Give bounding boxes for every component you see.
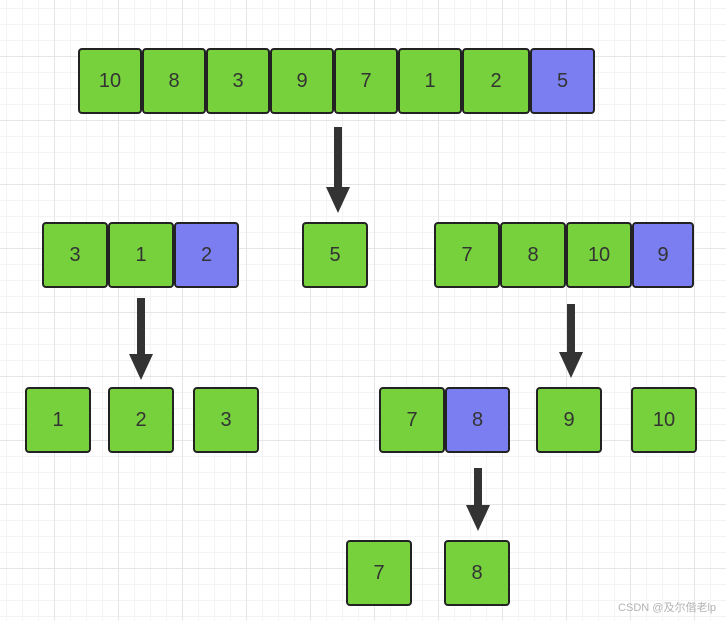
row-initial-array-cell-1: 1 bbox=[398, 48, 462, 114]
row-right-sub-cell-8-pivot: 8 bbox=[445, 387, 510, 453]
row-initial-array-cell-3: 3 bbox=[206, 48, 270, 114]
row-initial-array-cell-5-pivot: 5 bbox=[530, 48, 595, 114]
row-final-7-cell-7: 7 bbox=[346, 540, 412, 606]
row-left-3-cell-3: 3 bbox=[193, 387, 259, 453]
arrow-to-left-2 bbox=[129, 298, 153, 380]
row-right-9-cell-9: 9 bbox=[536, 387, 602, 453]
row-initial-array-cell-2: 2 bbox=[462, 48, 530, 114]
row-pivot-5-cell-5: 5 bbox=[302, 222, 368, 288]
row-initial-array-cell-10: 10 bbox=[78, 48, 142, 114]
row-right-partition-cell-10: 10 bbox=[566, 222, 632, 288]
row-left-2-cell-2: 2 bbox=[108, 387, 174, 453]
row-left-partition-cell-3: 3 bbox=[42, 222, 108, 288]
row-left-partition-cell-1: 1 bbox=[108, 222, 174, 288]
row-right-partition-cell-8: 8 bbox=[500, 222, 566, 288]
row-right-10-cell-10: 10 bbox=[631, 387, 697, 453]
row-initial-array-cell-7: 7 bbox=[334, 48, 398, 114]
row-final-8-cell-8: 8 bbox=[444, 540, 510, 606]
row-right-partition-cell-9-pivot: 9 bbox=[632, 222, 694, 288]
row-right-sub-cell-7: 7 bbox=[379, 387, 445, 453]
row-left-1-cell-1: 1 bbox=[25, 387, 91, 453]
row-initial-array-cell-8: 8 bbox=[142, 48, 206, 114]
watermark: CSDN @及尔偕老lp bbox=[618, 602, 716, 614]
row-right-partition-cell-7: 7 bbox=[434, 222, 500, 288]
arrow-to-pivot-5 bbox=[326, 127, 350, 213]
arrow-to-final-8 bbox=[466, 468, 490, 531]
row-left-partition-cell-2-pivot: 2 bbox=[174, 222, 239, 288]
arrow-to-right-9 bbox=[559, 304, 583, 378]
row-initial-array-cell-9: 9 bbox=[270, 48, 334, 114]
